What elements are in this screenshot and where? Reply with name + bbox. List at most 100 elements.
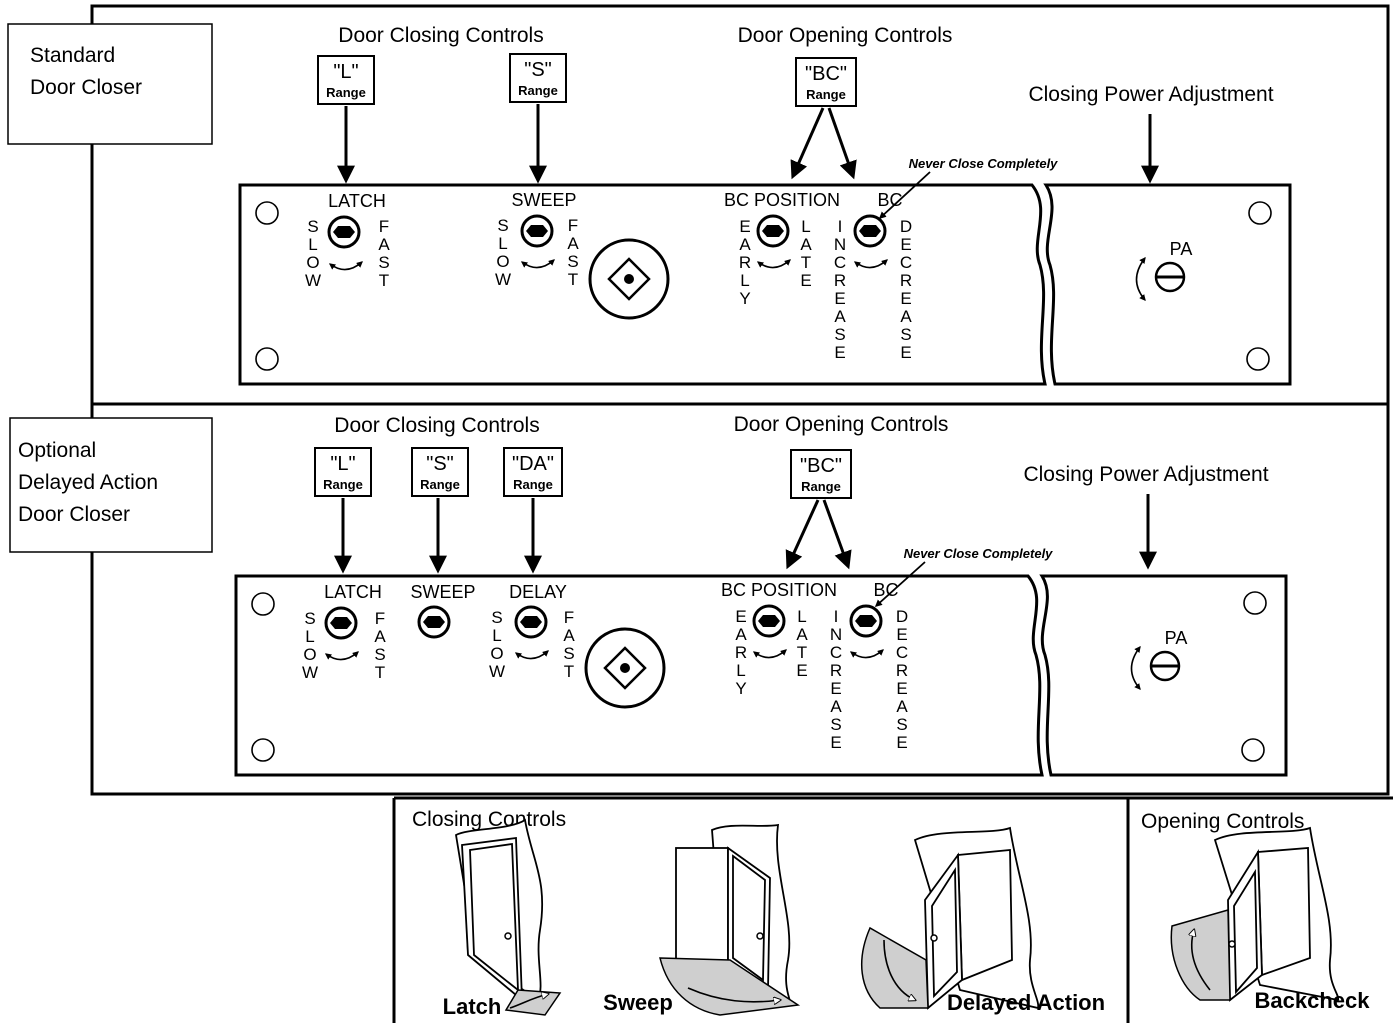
svg-text:F: F — [564, 608, 574, 627]
svg-text:E: E — [800, 271, 811, 290]
std-opening-controls-heading: Door Opening Controls — [738, 24, 953, 47]
da-bc-adjust-arrow — [849, 649, 884, 659]
svg-text:O: O — [303, 645, 316, 664]
svg-text:A: A — [735, 625, 747, 644]
da-latch-valve[interactable] — [324, 606, 358, 640]
svg-text:L: L — [736, 661, 745, 680]
std-range-BC-box — [795, 57, 857, 107]
da-range-DA: "DA" — [512, 453, 554, 475]
da-bc-valve[interactable] — [849, 604, 883, 638]
da-delay-valve[interactable] — [514, 605, 548, 639]
std-latch-adjust-arrow — [328, 261, 363, 271]
svg-text:E: E — [739, 217, 750, 236]
std-mounting-hole — [1248, 201, 1272, 225]
svg-text:D: D — [900, 217, 912, 236]
svg-text:F: F — [568, 216, 578, 235]
da-range-BC-arrow-left — [785, 499, 820, 570]
std-bc-position-label: BC POSITION — [724, 190, 840, 210]
std-bc-position-valve[interactable] — [756, 214, 790, 248]
svg-text:R: R — [830, 661, 842, 680]
svg-text:L: L — [498, 234, 507, 253]
da-latch-label: LATCH — [324, 582, 382, 602]
da-delay-slow: SL OW — [489, 608, 505, 681]
da-range-BC-arrow-right — [822, 499, 852, 570]
delayed-label-line3: Door Closer — [18, 503, 130, 526]
da-latch-slow: SL OW — [302, 609, 318, 682]
da-closing-controls-heading: Door Closing Controls — [334, 414, 539, 437]
svg-text:N: N — [834, 235, 846, 254]
std-latch-slow: SL OW — [305, 217, 321, 290]
svg-text:A: A — [830, 697, 842, 716]
da-latch-adjust-arrow — [324, 651, 359, 661]
std-bc-valve[interactable] — [853, 214, 887, 248]
da-range-L: "L" — [330, 453, 355, 475]
svg-text:S: S — [830, 715, 841, 734]
da-delay-fast: FA ST — [563, 608, 575, 681]
svg-text:C: C — [896, 643, 908, 662]
backcheck-door-illustration — [1170, 826, 1340, 1002]
svg-text:E: E — [896, 625, 907, 644]
svg-text:E: E — [896, 733, 907, 752]
svg-text:R: R — [739, 253, 751, 272]
svg-text:E: E — [896, 679, 907, 698]
svg-text:R: R — [900, 271, 912, 290]
std-mounting-hole — [255, 347, 279, 371]
legend-closing-controls: Closing Controls — [412, 808, 566, 831]
svg-text:A: A — [796, 625, 808, 644]
svg-text:T: T — [801, 253, 811, 272]
svg-text:Y: Y — [735, 679, 746, 698]
da-mounting-hole — [251, 592, 275, 616]
sweep-caption: Sweep — [603, 990, 673, 1015]
std-latch-valve[interactable] — [327, 215, 361, 249]
da-range-S-word: Range — [420, 477, 460, 492]
da-decrease-label: DE CR EA SE — [896, 607, 908, 752]
da-range-S: "S" — [426, 453, 454, 475]
da-power-adjustment-heading: Closing Power Adjustment — [1023, 463, 1268, 486]
svg-text:S: S — [491, 608, 502, 627]
svg-text:E: E — [834, 343, 845, 362]
svg-text:E: E — [900, 289, 911, 308]
svg-text:R: R — [834, 271, 846, 290]
delayed-action-door-illustration — [860, 826, 1040, 1010]
std-range-BC-arrow-right — [827, 107, 857, 180]
da-panel-left — [234, 574, 1044, 777]
da-delay-label: DELAY — [509, 582, 567, 602]
svg-text:E: E — [834, 289, 845, 308]
std-range-BC-word: Range — [806, 87, 846, 102]
svg-text:C: C — [834, 253, 846, 272]
da-range-L-word: Range — [323, 477, 363, 492]
da-delay-adjust-arrow — [514, 650, 549, 660]
svg-text:L: L — [740, 271, 749, 290]
svg-text:S: S — [497, 216, 508, 235]
svg-text:O: O — [306, 253, 319, 272]
svg-text:E: E — [796, 661, 807, 680]
svg-text:L: L — [801, 217, 810, 236]
standard-label-line2: Door Closer — [30, 76, 142, 99]
da-never-close-note: Never Close Completely — [904, 546, 1054, 561]
std-pa-screw[interactable] — [1154, 261, 1186, 293]
svg-text:R: R — [896, 661, 908, 680]
legend-opening-controls: Opening Controls — [1141, 810, 1304, 833]
svg-text:L: L — [305, 627, 314, 646]
svg-text:Y: Y — [739, 289, 750, 308]
std-latch-fast: FA ST — [378, 217, 390, 290]
svg-text:N: N — [830, 625, 842, 644]
standard-label-line1: Standard — [30, 44, 115, 67]
da-pa-screw[interactable] — [1149, 650, 1181, 682]
svg-text:A: A — [378, 235, 390, 254]
svg-text:S: S — [374, 645, 385, 664]
da-bc-label: BC — [873, 580, 898, 600]
std-range-BC-arrow-left — [790, 107, 825, 180]
da-never-close-arrow — [874, 561, 926, 607]
std-sweep-valve[interactable] — [520, 214, 554, 248]
svg-text:S: S — [834, 325, 845, 344]
da-sweep-valve[interactable] — [417, 605, 451, 639]
svg-text:O: O — [496, 252, 509, 271]
std-pa-adjust-arrow — [1135, 256, 1146, 301]
da-bc-position-valve[interactable] — [752, 604, 786, 638]
std-spindle — [588, 238, 670, 320]
std-latch-label: LATCH — [328, 191, 386, 211]
da-early-label: EA RL Y — [735, 607, 747, 698]
svg-text:I: I — [834, 607, 839, 626]
